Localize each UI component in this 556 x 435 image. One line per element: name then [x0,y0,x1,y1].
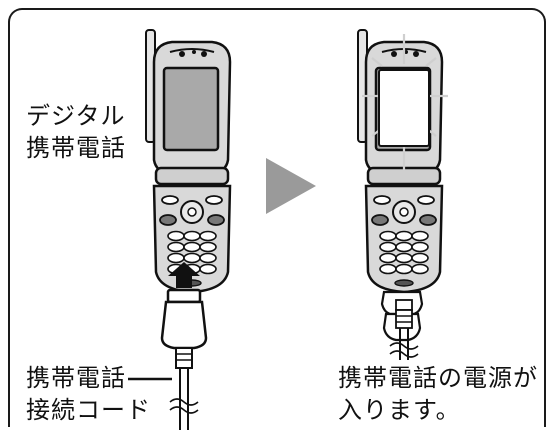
power-on-label-line1: 携帯電話の電源が [338,364,538,392]
digital-phone-label-line2: 携帯電話 [26,134,126,162]
phone-illustration-left [144,28,232,294]
phone-cord-connector [160,288,208,430]
phone-cord-label-line1: 携帯電話 [26,364,126,392]
power-on-label-line2: 入ります。 [338,396,461,424]
screen-glow-icon [362,34,448,170]
diagram-frame [8,8,546,427]
connected-cord [380,290,424,360]
lit-screen [378,69,430,147]
next-step-arrow-icon [266,158,316,214]
digital-phone-label: デジタル 携帯電話 [26,100,126,164]
insert-arrow-icon [168,262,200,288]
power-on-label: 携帯電話の電源が 入ります。 [338,362,538,426]
phone-cord-label: 携帯電話 接続コード [26,362,151,426]
phone-cord-label-line2: 接続コード [26,396,151,424]
digital-phone-label-line1: デジタル [26,102,126,130]
